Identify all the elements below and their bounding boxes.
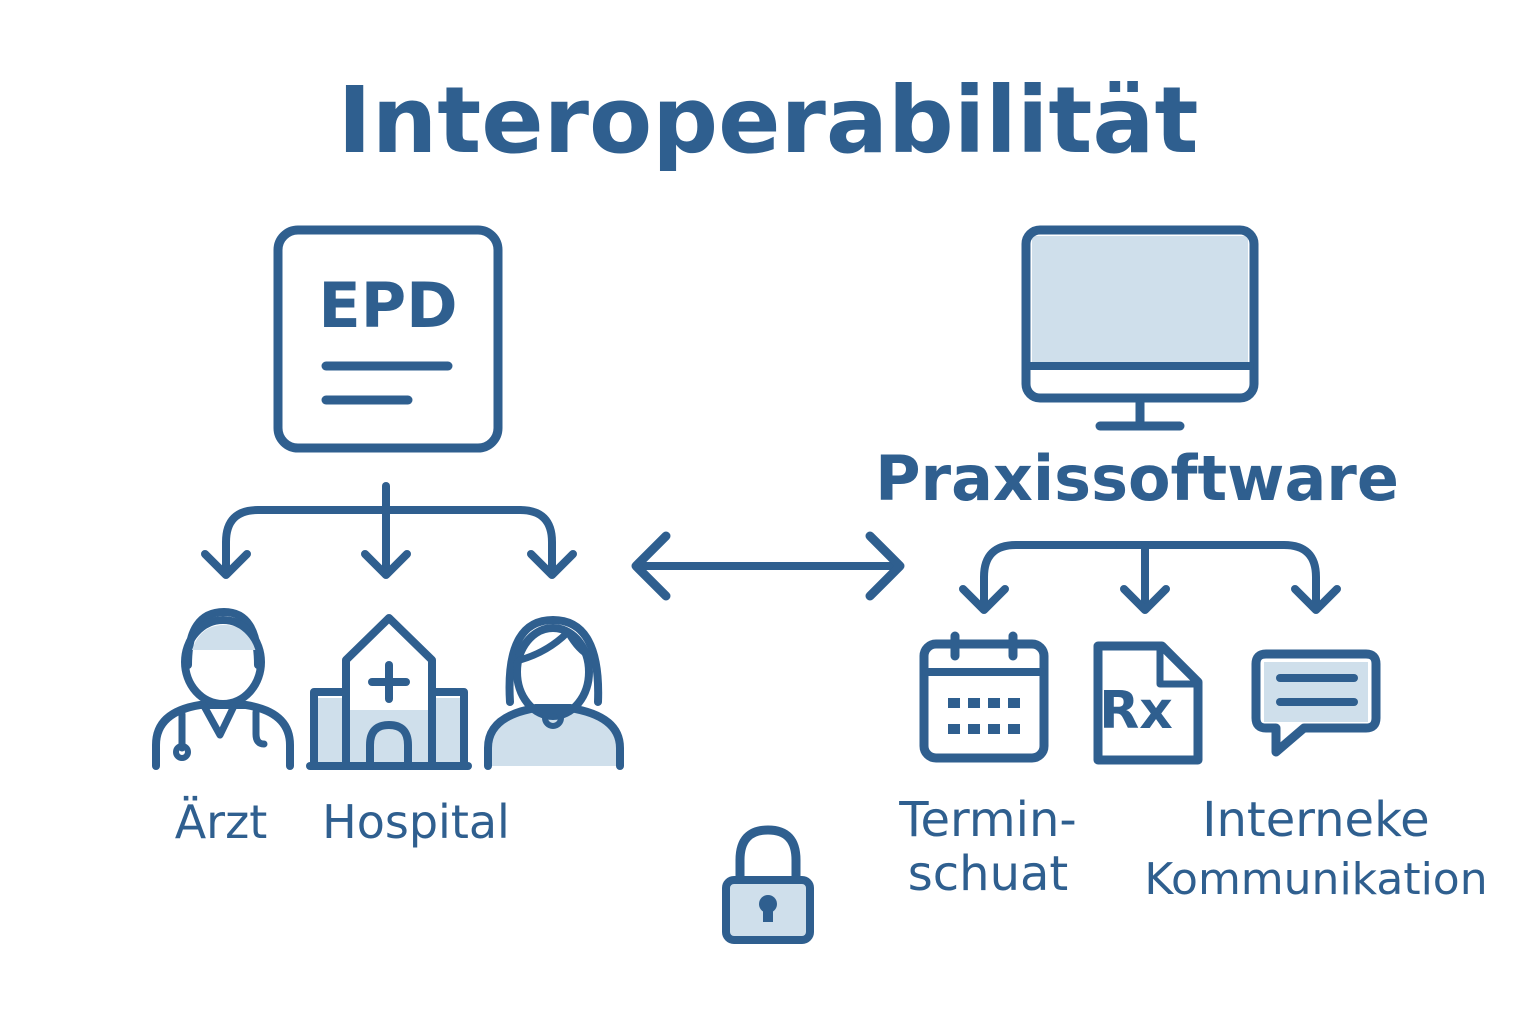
chat-bubble-icon: [1251, 649, 1381, 757]
page-title: Interoperabilität: [338, 67, 1199, 174]
calendar-label-line2: schuat: [908, 846, 1068, 902]
hospital-label: Hospital: [322, 795, 510, 849]
epd-label: EPD: [318, 269, 457, 342]
software-label: Praxissoftware: [875, 442, 1399, 515]
doctor-label: Ärzt: [175, 795, 268, 849]
calendar-icon: [919, 631, 1049, 763]
software-branch-arrows: [959, 541, 1341, 614]
doctor-icon: [152, 608, 294, 770]
epd-branch-arrows: [201, 482, 577, 579]
patient-icon: [484, 616, 624, 770]
calendar-label-line1: Termin-: [898, 792, 1076, 848]
hospital-icon: [306, 614, 472, 770]
communication-label-line2: Kommunikation: [1144, 854, 1487, 905]
rx-symbol: Rx: [1099, 681, 1173, 741]
epd-document-icon: EPD: [273, 225, 503, 453]
padlock-icon: [722, 825, 814, 944]
communication-label-line1: Interneke: [1202, 792, 1429, 848]
bidirectional-arrow-icon: [631, 531, 905, 601]
monitor-icon: [1021, 225, 1259, 431]
prescription-rx-icon: Rx: [1093, 641, 1203, 765]
